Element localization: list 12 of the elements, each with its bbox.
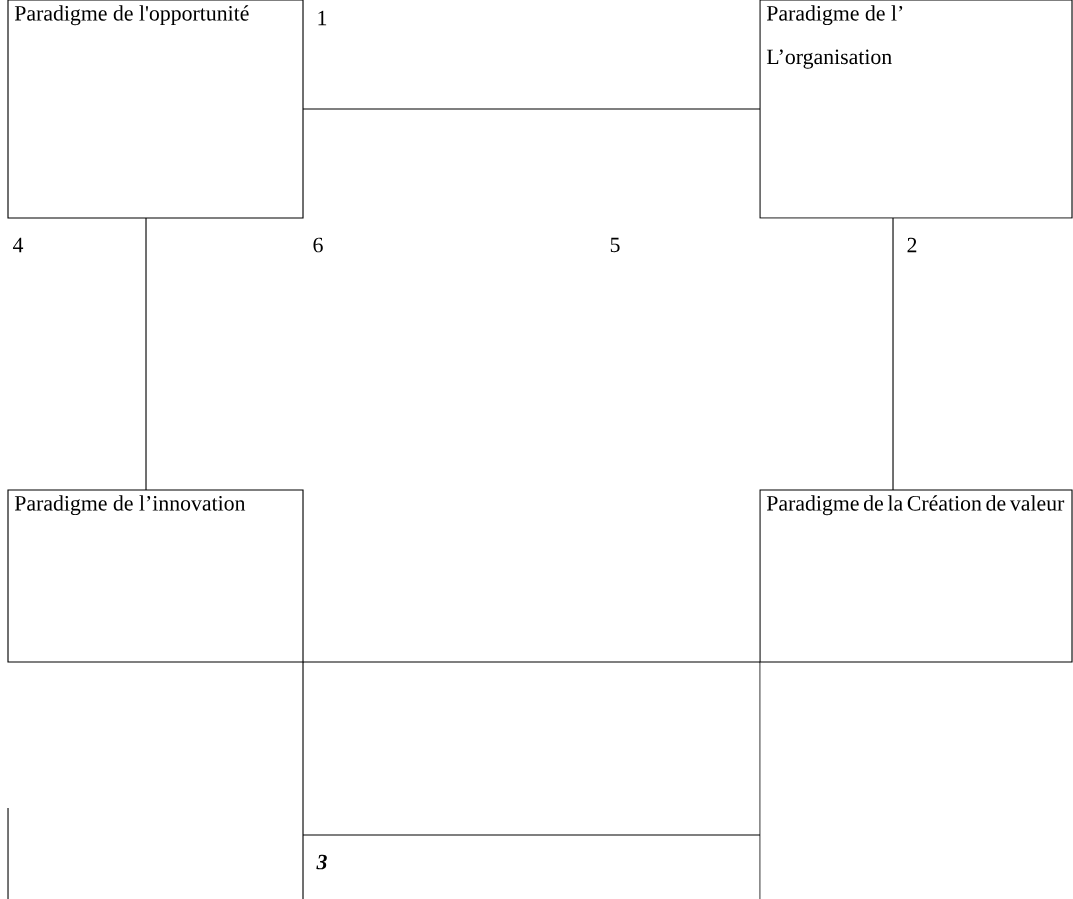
paradigm-box: Paradigme de l’ L’organisation <box>759 0 1073 219</box>
callout-number: 6 <box>313 237 323 253</box>
connector-line <box>892 217 894 491</box>
connector-line <box>302 661 761 663</box>
callout-number: 5 <box>610 237 620 253</box>
connector-line <box>145 217 147 491</box>
callout-number: 3 <box>316 854 327 870</box>
callout-number: 2 <box>907 237 917 253</box>
paradigm-box: Paradigme de la Création de valeur <box>759 489 1073 663</box>
paradigm-box: Paradigme de l’innovation <box>7 489 304 663</box>
paradigm-box: Paradigme de l'opportunité <box>7 0 304 219</box>
connector-line <box>302 108 761 110</box>
